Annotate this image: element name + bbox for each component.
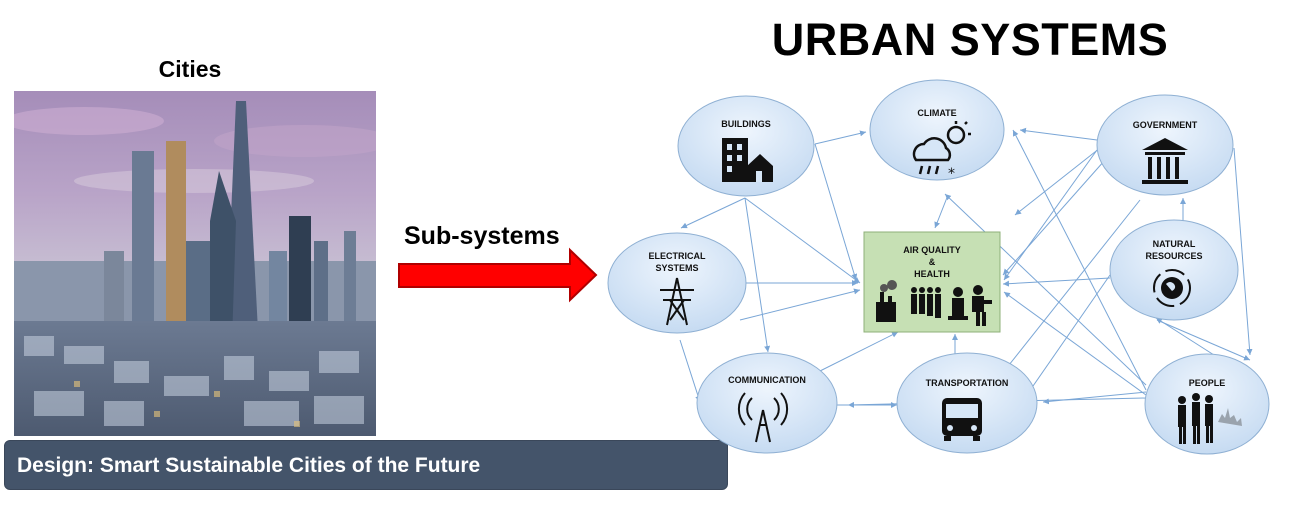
electrical-label-2: SYSTEMS [655, 263, 698, 273]
diagram-title: URBAN SYSTEMS [771, 14, 1169, 65]
natural-label-2: RESOURCES [1145, 251, 1202, 261]
center-label-1: AIR QUALITY [903, 245, 961, 255]
government-label: GOVERNMENT [1133, 120, 1198, 130]
node-government: GOVERNMENT [1096, 94, 1234, 196]
climate-label: CLIMATE [917, 108, 956, 118]
node-buildings: BUILDINGS [677, 95, 815, 197]
center-label-3: HEALTH [914, 269, 950, 279]
globe-recycle-icon [1153, 269, 1191, 307]
buildings-icon [722, 138, 773, 182]
node-people: PEOPLE [1144, 353, 1270, 455]
weather-icon: * [912, 121, 971, 182]
electrical-label-1: ELECTRICAL [649, 251, 706, 261]
svg-text:*: * [948, 166, 955, 182]
subsystems-arrow [398, 247, 598, 303]
people-icon [1178, 393, 1242, 444]
transportation-label: TRANSPORTATION [926, 378, 1009, 388]
buildings-label: BUILDINGS [721, 119, 771, 129]
center-air-quality-health: AIR QUALITY & HEALTH [863, 231, 1001, 333]
city-skyline-image [14, 91, 376, 436]
cities-title: Cities [158, 56, 222, 82]
node-climate: CLIMATE * [869, 79, 1005, 182]
power-pylon-icon [660, 277, 694, 326]
node-communication: COMMUNICATION [696, 352, 838, 454]
subsystems-label: Sub-systems [404, 222, 560, 250]
caption-banner: Design: Smart Sustainable Cities of the … [4, 440, 728, 490]
natural-label-1: NATURAL [1153, 239, 1196, 249]
node-electrical: ELECTRICAL SYSTEMS [607, 232, 747, 334]
node-natural-resources: NATURAL RESOURCES [1109, 219, 1239, 321]
bus-icon [942, 398, 982, 441]
pollution-health-icon [876, 280, 992, 326]
communication-label: COMMUNICATION [728, 375, 806, 385]
people-label: PEOPLE [1189, 378, 1226, 388]
node-transportation: TRANSPORTATION [896, 352, 1038, 454]
government-building-icon [1142, 138, 1188, 184]
center-label-2: & [929, 257, 936, 267]
antenna-icon [737, 392, 789, 443]
